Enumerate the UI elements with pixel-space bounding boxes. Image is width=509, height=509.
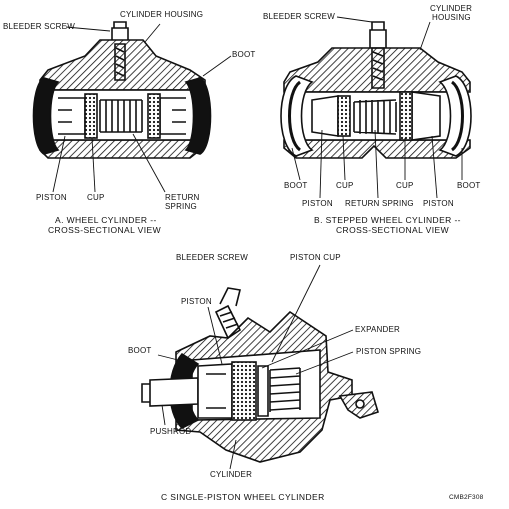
label-b-piston-left: PISTON (302, 199, 333, 208)
panel-b-housing-bottom (283, 139, 471, 159)
label-c-cylinder: CYLINDER (210, 470, 253, 479)
label-b-boot-right: BOOT (457, 181, 481, 190)
caption-a-line2: CROSS-SECTIONAL VIEW (48, 225, 162, 235)
panel-a-drawing (32, 21, 212, 159)
label-c-piston-cup: PISTON CUP (290, 253, 341, 262)
panel-c-leaders (157, 264, 354, 470)
label-b-cylinder-housing-1: CYLINDER (430, 4, 473, 13)
label-b-return-spring: RETURN SPRING (345, 199, 414, 208)
label-b-piston-right: PISTON (423, 199, 454, 208)
panel-a-housing-bottom (39, 139, 206, 159)
panel-b-return-spring (353, 99, 397, 135)
label-a-return-spring-1: RETURN (165, 193, 200, 202)
panel-a-bleeder-screw (111, 21, 129, 81)
panel-b-cup-left (337, 95, 351, 137)
panel-c-piston-spring (269, 367, 301, 412)
panel-c-expander (257, 365, 269, 417)
label-c-bleeder-screw: BLEEDER SCREW (176, 253, 248, 262)
label-a-piston: PISTON (36, 193, 67, 202)
panel-b-drawing (280, 21, 472, 159)
label-b-cup-right: CUP (396, 181, 414, 190)
label-a-return-spring-2: SPRING (165, 202, 197, 211)
panel-c-piston-cup (231, 361, 257, 421)
caption-c: C SINGLE-PISTON WHEEL CYLINDER (161, 492, 325, 502)
label-c-piston: PISTON (181, 297, 212, 306)
panel-b-cup-right (399, 91, 413, 141)
label-a-cup: CUP (87, 193, 105, 202)
caption-a-line1: A. WHEEL CYLINDER -- (55, 215, 157, 225)
panel-b-piston-left (311, 95, 339, 137)
figure-code: CMB2F308 (449, 494, 484, 501)
panel-c-piston (197, 363, 233, 419)
label-a-boot: BOOT (232, 50, 256, 59)
panel-a-cup-left (84, 93, 98, 139)
label-b-cylinder-housing-2: HOUSING (432, 13, 471, 22)
panel-a-piston-left (58, 97, 86, 135)
panel-b-boot-left (280, 75, 314, 157)
panel-c-bleeder-screw (214, 287, 242, 340)
label-c-expander: EXPANDER (355, 325, 401, 334)
label-a-cylinder-housing: CYLINDER HOUSING (120, 10, 204, 19)
panel-a-boot-left (32, 77, 60, 155)
panel-b-leaders (291, 16, 463, 199)
caption-b-line2: CROSS-SECTIONAL VIEW (336, 225, 450, 235)
panel-c-pushrod (141, 377, 199, 407)
label-b-bleeder-screw: BLEEDER SCREW (263, 12, 335, 21)
label-b-cup-left: CUP (336, 181, 354, 190)
label-a-bleeder-screw: BLEEDER SCREW (3, 22, 75, 31)
panel-a-housing (39, 39, 206, 91)
panel-a-cup-right (147, 93, 161, 139)
caption-b-line1: B. STEPPED WHEEL CYLINDER -- (314, 215, 461, 225)
panel-a-return-spring (99, 99, 143, 133)
label-c-pushrod: PUSHROD (150, 427, 192, 436)
panel-b-bleeder-screw (369, 21, 387, 89)
panel-a-piston-right (159, 97, 186, 135)
label-c-boot: BOOT (128, 346, 152, 355)
panel-c-drawing (141, 287, 379, 463)
label-c-piston-spring: PISTON SPRING (356, 347, 422, 356)
panel-b-boot-right (438, 75, 472, 157)
panel-b-piston-right (411, 91, 441, 141)
panel-a-leaders (52, 23, 232, 193)
label-b-boot-left: BOOT (284, 181, 308, 190)
panel-a-boot-right (184, 77, 212, 155)
